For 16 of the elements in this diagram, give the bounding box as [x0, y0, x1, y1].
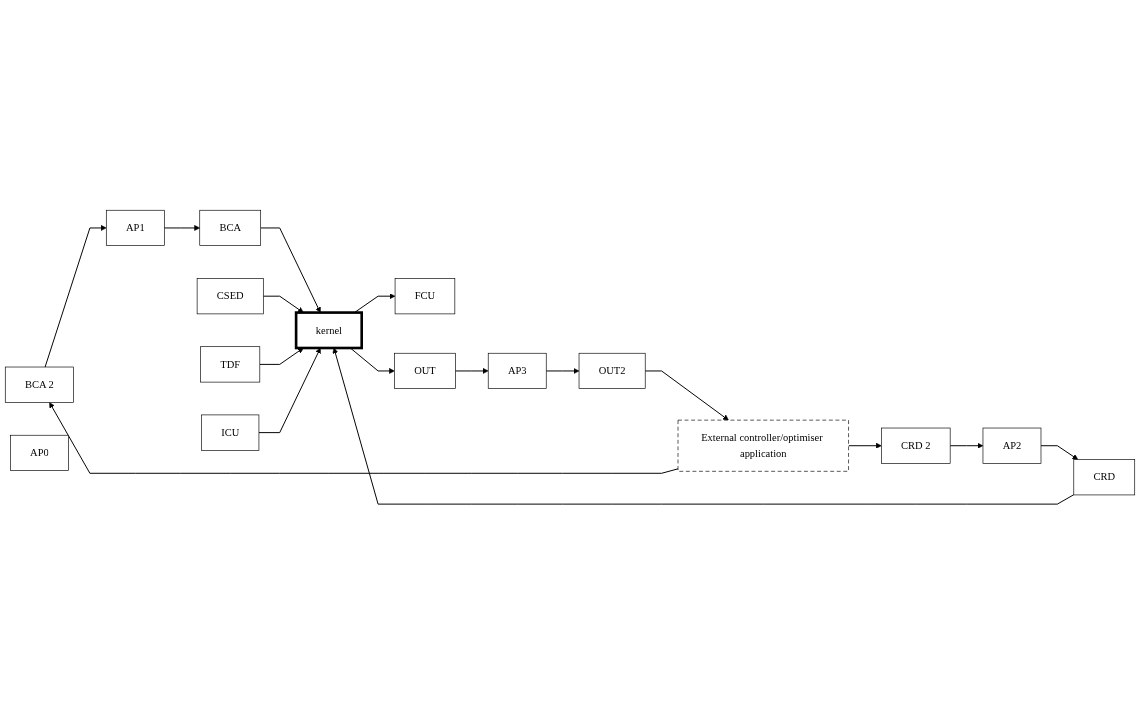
node-box: OUT	[394, 352, 456, 389]
node-box: FCU	[394, 277, 456, 315]
node-box: BCA 2	[4, 366, 74, 403]
node-box: kernel	[294, 311, 363, 350]
node-box: OUT2	[578, 352, 646, 389]
node-box: CSED	[196, 277, 264, 315]
node-box: AP0	[10, 434, 69, 471]
node-box: ICU	[201, 414, 260, 451]
node-box: TDF	[200, 346, 261, 383]
node-box: External controller/optimiser application	[677, 419, 849, 472]
node-box: AP3	[487, 352, 547, 389]
node-box: AP2	[982, 427, 1042, 464]
node-box: BCA	[199, 209, 261, 246]
node-box: CRD 2	[881, 427, 951, 464]
node-box: AP1	[105, 209, 165, 246]
node-box: CRD	[1073, 459, 1136, 496]
